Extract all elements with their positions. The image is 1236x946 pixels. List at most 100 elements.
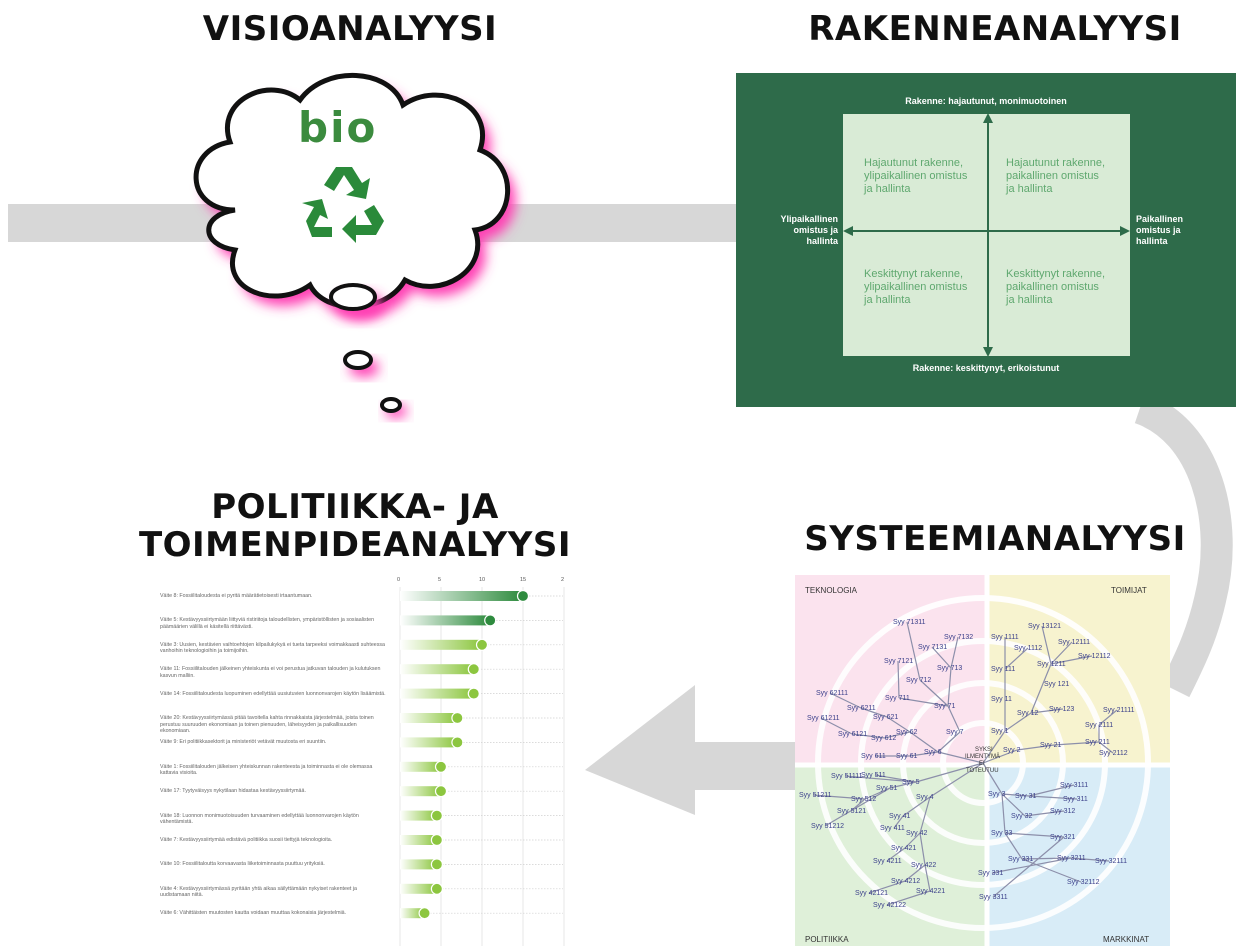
system-tree-edge (906, 621, 921, 681)
system-node-label: Syy 7 (946, 729, 964, 736)
policy-bar-endpoint (516, 589, 530, 603)
system-center-label: SYKSI ILMENTYMÄ EI TOTEUTUU (965, 747, 1000, 774)
policy-bar-endpoint (418, 907, 431, 920)
title-vision: VISIOANALYYSI (202, 9, 498, 49)
system-node-label: Syy 4 (916, 794, 934, 801)
system-node-label: Syy 5121 (837, 808, 866, 815)
system-tree-edge (909, 751, 939, 757)
system-tree-edge (902, 796, 931, 817)
system-node-label: Syy 41 (889, 813, 911, 820)
structure-quadrant-area (843, 114, 1130, 356)
system-node-label: Syy 3 (988, 791, 1006, 798)
policy-bar (400, 835, 437, 845)
quadrant-bottom-left: Keskittynyt rakenne,ylipaikallinen omist… (864, 268, 968, 306)
policy-bar (400, 786, 441, 797)
policy-bar (400, 664, 474, 675)
system-tree-edge (1098, 709, 1118, 726)
system-tree-edge (909, 731, 939, 753)
svg-text:EI: EI (979, 761, 985, 767)
system-node-label: Syy 1111 (991, 634, 1019, 641)
policy-statement-label: Väite 5: Kestävyyssiirtymään liittyviä r… (160, 617, 375, 630)
system-node-label: Syy 311 (1063, 796, 1088, 803)
policy-axis-tick: 5 (438, 577, 442, 583)
policy-bar-endpoint (467, 687, 480, 700)
system-node-label: Syy 121 (1044, 681, 1069, 688)
policy-statement-label: Väite 7: Kestävyyssiirtymää edistävä pol… (160, 837, 333, 843)
policy-chart-grid (399, 587, 565, 946)
system-tree-edge (1016, 744, 1055, 751)
title-structure: RAKENNEANALYYSI (808, 9, 1182, 49)
quadrant-top-left: Hajautunut rakenne,ylipaikallinen omistu… (864, 157, 968, 195)
system-tree-edge (1050, 641, 1073, 665)
system-tree-edge (1021, 857, 1072, 860)
policy-statement-label: Väite 17: Tyytyväisyys nykytilaan hidast… (160, 788, 306, 795)
system-node-label: Syy 511 (861, 772, 886, 779)
system-tree-edge (1041, 625, 1052, 665)
system-node-label: Syy 51111 (831, 773, 863, 780)
system-node-label: Syy 2111 (1085, 722, 1113, 729)
system-node-label: Syy 51211 (799, 792, 832, 799)
policy-axis-tick: 0 (397, 577, 401, 583)
policy-bar-endpoint (451, 711, 464, 725)
system-node-label: Syy 612 (871, 735, 896, 742)
system-node-label: Syy 62 (896, 729, 918, 736)
system-node-label: Syy 5 (902, 779, 920, 786)
policy-statement-label: Väite 4: Kestävyyssiirtymässä pyritään y… (160, 885, 357, 899)
system-tree-edge (982, 762, 1003, 795)
svg-text:ILMENTYMÄ: ILMENTYMÄ (965, 753, 1000, 760)
policy-statement-label: Väite 3: Uusien, kestävien vaihtoehtojen… (160, 641, 385, 655)
system-node-label: Syy 1 (991, 728, 1009, 735)
system-node-label: Syy 713 (937, 665, 962, 672)
system-tree-edge (1050, 655, 1093, 665)
policy-bar (400, 737, 458, 748)
system-tree-edge (886, 847, 906, 862)
system-node-label: Syy 7121 (884, 658, 913, 665)
policy-axis-tick: 2 (561, 577, 565, 583)
system-tree-edge (886, 890, 931, 906)
policy-bar (400, 883, 437, 894)
system-node-label: Syy 512 (851, 796, 876, 803)
policy-statement-label: Väite 1: Fossiilitalouden jälkeisen yhte… (160, 763, 373, 777)
system-node-label: Syy 42122 (873, 902, 906, 909)
system-tree-edge (851, 733, 886, 739)
system-node-label: Syy 32111 (1095, 858, 1127, 865)
title-system: SYSTEEMIANALYYSI (804, 519, 1186, 559)
system-node-label: Syy 6121 (838, 731, 867, 738)
policy-bar-endpoint (434, 785, 448, 798)
title-policy-line1: POLITIIKKA- JA (211, 487, 499, 527)
system-node-label: Syy 21 (1040, 742, 1062, 749)
policy-bar (400, 908, 425, 919)
svg-text:TOTEUTUU: TOTEUTUU (966, 768, 999, 774)
policy-statement-label: Väite 11: Fossiilitalouden jälkeinen yht… (160, 666, 381, 679)
policy-statement-label: Väite 10: Fossiilitaloutta korvaavasta l… (160, 861, 325, 868)
policy-bar (400, 810, 437, 821)
system-tree-edge (860, 707, 888, 718)
system-tree-edge (1053, 741, 1100, 746)
system-tree-edge (897, 660, 900, 699)
system-node-label: Syy 3311 (979, 894, 1008, 901)
system-tree-edge (915, 762, 984, 783)
structure-axes (843, 113, 1130, 357)
curved-connector-arrow (1134, 400, 1233, 698)
system-node-label: Syy 51212 (811, 823, 844, 830)
system-tree-edge (904, 864, 926, 882)
system-node-label: Syy 32 (1011, 813, 1033, 820)
system-node-label: Syy 421 (891, 845, 916, 852)
system-node-label: Syy 61 (896, 753, 918, 760)
policy-bar (400, 713, 458, 723)
system-node-label: Syy 3211 (1057, 855, 1086, 862)
system-tree-edge (1001, 793, 1006, 834)
system-tree-edge (929, 762, 984, 798)
policy-bar (400, 859, 437, 870)
system-tree-edge (1021, 858, 1082, 883)
system-tree-edge (1030, 663, 1052, 714)
system-node-label: Syy 611 (861, 753, 886, 760)
system-node-label: Syy 12112 (1078, 653, 1111, 660)
structure-bottom-label: Rakenne: keskittynyt, erikoistunut (912, 363, 1060, 373)
policy-statement-label: Väite 6: Vähittäisten muutosten kautta v… (160, 910, 347, 917)
system-tree-edge (884, 731, 911, 739)
system-tree-edge (950, 636, 959, 669)
